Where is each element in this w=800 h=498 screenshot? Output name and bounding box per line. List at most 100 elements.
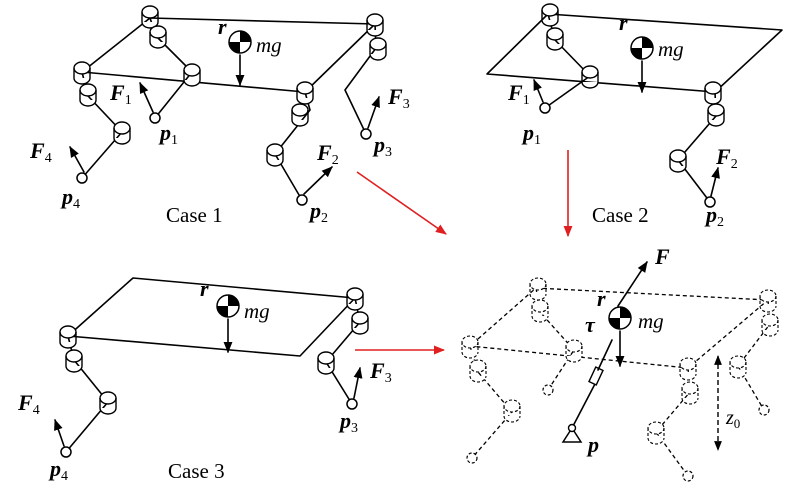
case1-joint-icon bbox=[369, 37, 387, 61]
case3-foot-p3 bbox=[346, 398, 358, 410]
model-mg-label: mg bbox=[638, 309, 664, 333]
case1-joint-icon bbox=[291, 103, 309, 127]
model-foot bbox=[682, 470, 694, 482]
simplified-model-panel: F r τ mg p z0 bbox=[461, 244, 779, 482]
case3-joint-icon bbox=[99, 391, 117, 415]
case3-force-label-3: F3 bbox=[369, 358, 392, 386]
case1-point-label-2: p2 bbox=[308, 198, 328, 226]
case1-joint-icon bbox=[73, 61, 91, 85]
case3-point-label-4: p4 bbox=[48, 456, 68, 484]
case1-joint-icon bbox=[79, 83, 97, 107]
case1-force-label-4: F4 bbox=[29, 138, 52, 166]
model-foot bbox=[466, 452, 478, 464]
case1-caption: Case 1 bbox=[166, 203, 223, 227]
case3-point-label-3: p3 bbox=[338, 408, 358, 436]
case2-force-arrow-2 bbox=[710, 166, 720, 197]
case3-joint-icon bbox=[317, 351, 335, 375]
model-prismatic-joint bbox=[588, 366, 604, 386]
model-joint-icon bbox=[759, 289, 777, 313]
model-leg-2 bbox=[737, 299, 771, 411]
case3-force-arrow-3 bbox=[353, 366, 363, 399]
case3-joint-icon bbox=[351, 311, 369, 335]
case3-force-arrow-4 bbox=[54, 418, 65, 447]
case1-force-arrow-1 bbox=[139, 81, 154, 113]
case1-joint-icon bbox=[296, 81, 314, 105]
case3-body-plate bbox=[67, 277, 356, 357]
model-force-arrow bbox=[617, 261, 648, 307]
case1-mg-label: mg bbox=[256, 33, 282, 57]
case3-force-label-4: F4 bbox=[17, 390, 40, 418]
case1-com-icon bbox=[228, 30, 252, 54]
model-tau-label: τ bbox=[585, 312, 596, 337]
case1-force-arrow-4 bbox=[69, 146, 85, 173]
case3-caption: Case 3 bbox=[168, 459, 225, 483]
model-leg-1 bbox=[535, 287, 575, 391]
case1-joint-icon bbox=[183, 63, 201, 87]
case3-com-icon bbox=[216, 294, 240, 318]
case2-joint-icon bbox=[704, 81, 722, 105]
case2-force-label-2: F2 bbox=[715, 144, 738, 172]
model-virtual-leg-upper bbox=[597, 339, 613, 371]
case2-joint-icon bbox=[541, 3, 559, 27]
case1-joint-icon bbox=[266, 143, 284, 167]
model-leg-3 bbox=[655, 367, 691, 477]
model-point-label: p bbox=[586, 432, 599, 457]
case2-joint-icon bbox=[546, 27, 564, 51]
case1-panel: r mg F1 F2 F3 F4 p1 p2 p3 p4 Case 1 bbox=[29, 5, 410, 227]
case1-foot-p1 bbox=[149, 112, 161, 124]
case1-joint-icon bbox=[366, 13, 384, 37]
case2-point-label-2: p2 bbox=[704, 202, 724, 230]
case1-force-label-1: F1 bbox=[109, 80, 132, 108]
model-pivot-icon bbox=[561, 426, 583, 443]
case1-foot-p2 bbox=[296, 194, 308, 206]
model-r-label: r bbox=[597, 286, 606, 311]
model-joint-icon bbox=[729, 355, 747, 379]
model-joint-icon bbox=[503, 399, 521, 423]
case2-mg-label: mg bbox=[658, 37, 684, 61]
model-foot bbox=[542, 384, 554, 396]
model-joint-icon bbox=[679, 357, 697, 381]
case2-point-label-1: p1 bbox=[521, 120, 541, 148]
case3-r-label: r bbox=[200, 276, 209, 301]
case2-r-label: r bbox=[619, 10, 628, 35]
case2-joint-icon bbox=[669, 149, 687, 173]
case1-force-label-3: F3 bbox=[387, 84, 410, 112]
model-virtual-leg bbox=[571, 381, 597, 429]
case1-force-label-2: F2 bbox=[316, 140, 339, 168]
model-joint-icon bbox=[681, 381, 699, 405]
case2-foot-p2 bbox=[704, 196, 716, 208]
model-joint-icon bbox=[647, 421, 665, 445]
case2-panel: r mg F1 F2 p1 p2 Case 2 bbox=[486, 3, 783, 230]
case1-point-label-4: p4 bbox=[60, 184, 80, 212]
case2-force-label-1: F1 bbox=[507, 80, 530, 108]
case1-foot-p4 bbox=[76, 172, 88, 184]
case2-leg-1 bbox=[544, 13, 591, 109]
case1-point-label-1: p1 bbox=[158, 120, 178, 148]
model-height-label: z0 bbox=[725, 407, 740, 431]
red-arrow-case1 bbox=[356, 171, 447, 235]
case1-body-plate bbox=[81, 17, 376, 93]
model-com-icon bbox=[608, 306, 632, 330]
case3-joint-icon bbox=[65, 349, 83, 373]
model-joint-icon bbox=[461, 335, 479, 359]
model-joint-icon bbox=[531, 299, 549, 323]
model-joint-icon bbox=[469, 359, 487, 383]
model-joint-icon bbox=[565, 339, 583, 363]
case3-joint-icon bbox=[346, 287, 364, 311]
case2-joint-icon bbox=[707, 103, 725, 127]
case1-joint-icon bbox=[149, 25, 167, 49]
case1-joint-icon bbox=[141, 5, 159, 29]
case2-caption: Case 2 bbox=[592, 203, 649, 227]
case3-panel: r mg F3 F4 p3 p4 Case 3 bbox=[17, 276, 392, 484]
case1-foot-p3 bbox=[360, 128, 372, 140]
case3-joint-icon bbox=[59, 325, 77, 349]
case1-force-arrow-2 bbox=[303, 166, 333, 195]
case3-mg-label: mg bbox=[244, 299, 270, 323]
case2-foot-p1 bbox=[539, 102, 551, 114]
case1-point-label-3: p3 bbox=[372, 132, 392, 160]
model-pivot-point bbox=[567, 423, 577, 433]
case3-foot-p4 bbox=[60, 446, 72, 458]
model-joint-icon bbox=[761, 313, 779, 337]
case2-force-arrow-1 bbox=[533, 78, 544, 103]
